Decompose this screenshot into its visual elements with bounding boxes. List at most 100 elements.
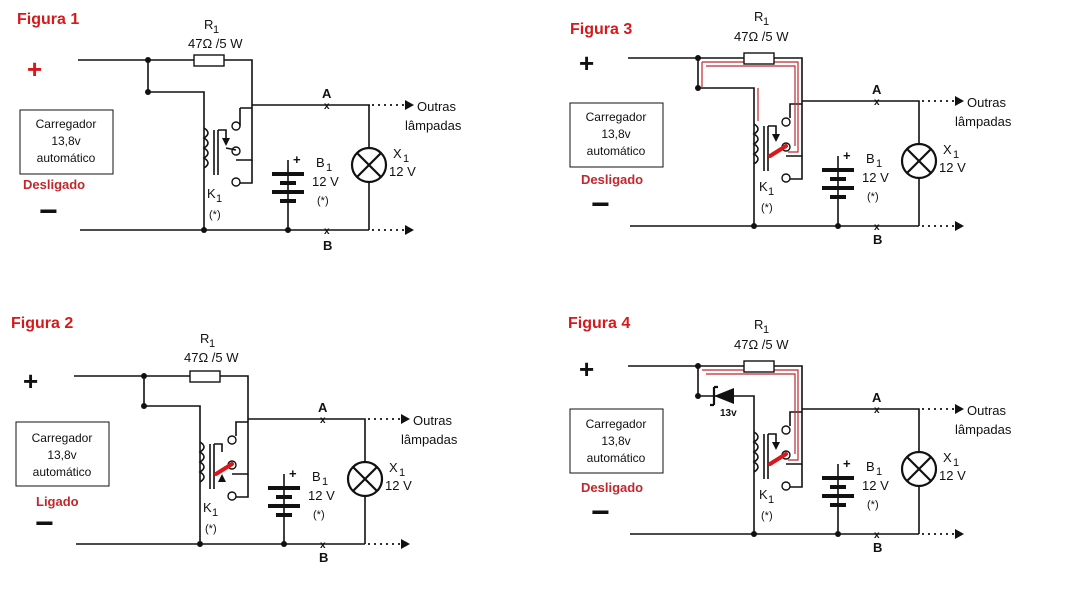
k1-name: K [207, 186, 216, 201]
relay-arm-top [214, 443, 223, 452]
svg-text:x: x [874, 222, 880, 233]
zener-label: 13v [720, 408, 737, 419]
current-path [702, 369, 799, 461]
b1-sub: 1 [322, 476, 328, 488]
k1-sub: 1 [768, 186, 774, 198]
b1-name: B [316, 155, 325, 170]
battery-plus: + [289, 466, 297, 481]
relay-switch-active [768, 144, 788, 158]
x1-name: X [389, 460, 398, 475]
r1-value: 47Ω /5 W [184, 350, 239, 365]
b1-name: B [866, 459, 875, 474]
relay-switch-active [214, 462, 234, 476]
point-b-label: B [323, 238, 332, 253]
lampadas-label: lâmpadas [401, 432, 458, 447]
contact-wire [789, 411, 802, 426]
figure-1: Figura 1 + − Carregador 13,8v automático… [17, 11, 462, 253]
k1-name: K [203, 500, 212, 515]
charger-line-3: automático [37, 151, 96, 165]
charger-line-2: 13,8v [47, 448, 76, 462]
relay-core [209, 444, 215, 489]
figure-3: Figura 3 + − Carregador 13,8v automático… [569, 9, 1012, 247]
k1-sub: 1 [212, 507, 218, 519]
b1-voltage: 12 V [862, 478, 889, 493]
positive-terminal: + [579, 354, 594, 384]
r1-resistor [743, 360, 775, 373]
charger-state: Desligado [581, 172, 643, 187]
outras-label: Outras [967, 403, 1007, 418]
relay-coil [202, 127, 209, 169]
b1-voltage: 12 V [308, 488, 335, 503]
arrow-a [405, 100, 414, 110]
negative-wire [630, 121, 919, 227]
r1-name: R [204, 17, 213, 32]
charger-line-3: automático [587, 451, 646, 465]
lamp-top-wire [248, 418, 366, 544]
outras-label: Outras [413, 413, 453, 428]
charger-line-2: 13,8v [601, 127, 630, 141]
svg-text:x: x [874, 97, 880, 108]
lamp-top-wire [802, 100, 920, 226]
point-a-mark: x [324, 101, 330, 112]
b1-sub: 1 [326, 162, 332, 174]
charger-state: Desligado [23, 177, 85, 192]
r1-name: R [200, 331, 209, 346]
point-a-label: A [318, 400, 328, 415]
r1-resistor [193, 54, 225, 67]
figure-2: Figura 2 + − Carregador 13,8v automático… [11, 315, 458, 565]
point-b-label: B [873, 540, 882, 555]
k1-sub: 1 [768, 494, 774, 506]
charger-line-3: automático [587, 144, 646, 158]
point-a-label: A [872, 82, 882, 97]
relay-core [213, 130, 219, 175]
current-path [701, 61, 799, 153]
charger-line-1: Carregador [32, 431, 93, 445]
point-a-label: A [872, 390, 882, 405]
zener-bar [710, 385, 718, 407]
x1-name: X [393, 146, 402, 161]
arrow-b [405, 225, 414, 235]
b1-sub: 1 [876, 158, 882, 170]
charger-line-3: automático [33, 465, 92, 479]
b1-asterisk: (*) [867, 499, 879, 511]
lampadas-label: lâmpadas [955, 422, 1012, 437]
x1-sub: 1 [953, 149, 959, 161]
r1-name: R [754, 317, 763, 332]
positive-terminal: + [23, 366, 38, 396]
x1-voltage: 12 V [939, 160, 966, 175]
lampadas-label: lâmpadas [405, 118, 462, 133]
k1-name: K [759, 179, 768, 194]
relay-contact-bottom [231, 177, 241, 187]
negative-terminal: − [591, 494, 610, 530]
b1-asterisk: (*) [313, 509, 325, 521]
b1-voltage: 12 V [862, 170, 889, 185]
figure-title: Figura 4 [568, 315, 630, 332]
relay-coil [198, 441, 205, 483]
point-b-label: B [319, 550, 328, 565]
r1-sub: 1 [763, 16, 769, 28]
charger-box [15, 421, 110, 487]
negative-terminal: − [35, 505, 54, 541]
b1-voltage: 12 V [312, 174, 339, 189]
contact-wire [239, 107, 252, 126]
relay-switch [225, 147, 237, 151]
r1-value: 47Ω /5 W [734, 337, 789, 352]
battery-plus: + [843, 148, 851, 163]
relay-contact-common [231, 146, 241, 156]
negative-wire [76, 439, 365, 545]
b1-asterisk: (*) [317, 195, 329, 207]
b1-sub: 1 [876, 466, 882, 478]
x1-voltage: 12 V [939, 468, 966, 483]
lampadas-label: lâmpadas [955, 114, 1012, 129]
charger-line-1: Carregador [586, 417, 647, 431]
k1-asterisk: (*) [205, 523, 217, 535]
charger-state: Ligado [36, 494, 79, 509]
x1-voltage: 12 V [385, 478, 412, 493]
k1-name: K [759, 487, 768, 502]
point-a-label: A [322, 86, 332, 101]
point-b-mark: x [324, 226, 330, 237]
x1-name: X [943, 450, 952, 465]
relay-switch-active [768, 452, 788, 466]
lamp-cross [356, 152, 382, 178]
